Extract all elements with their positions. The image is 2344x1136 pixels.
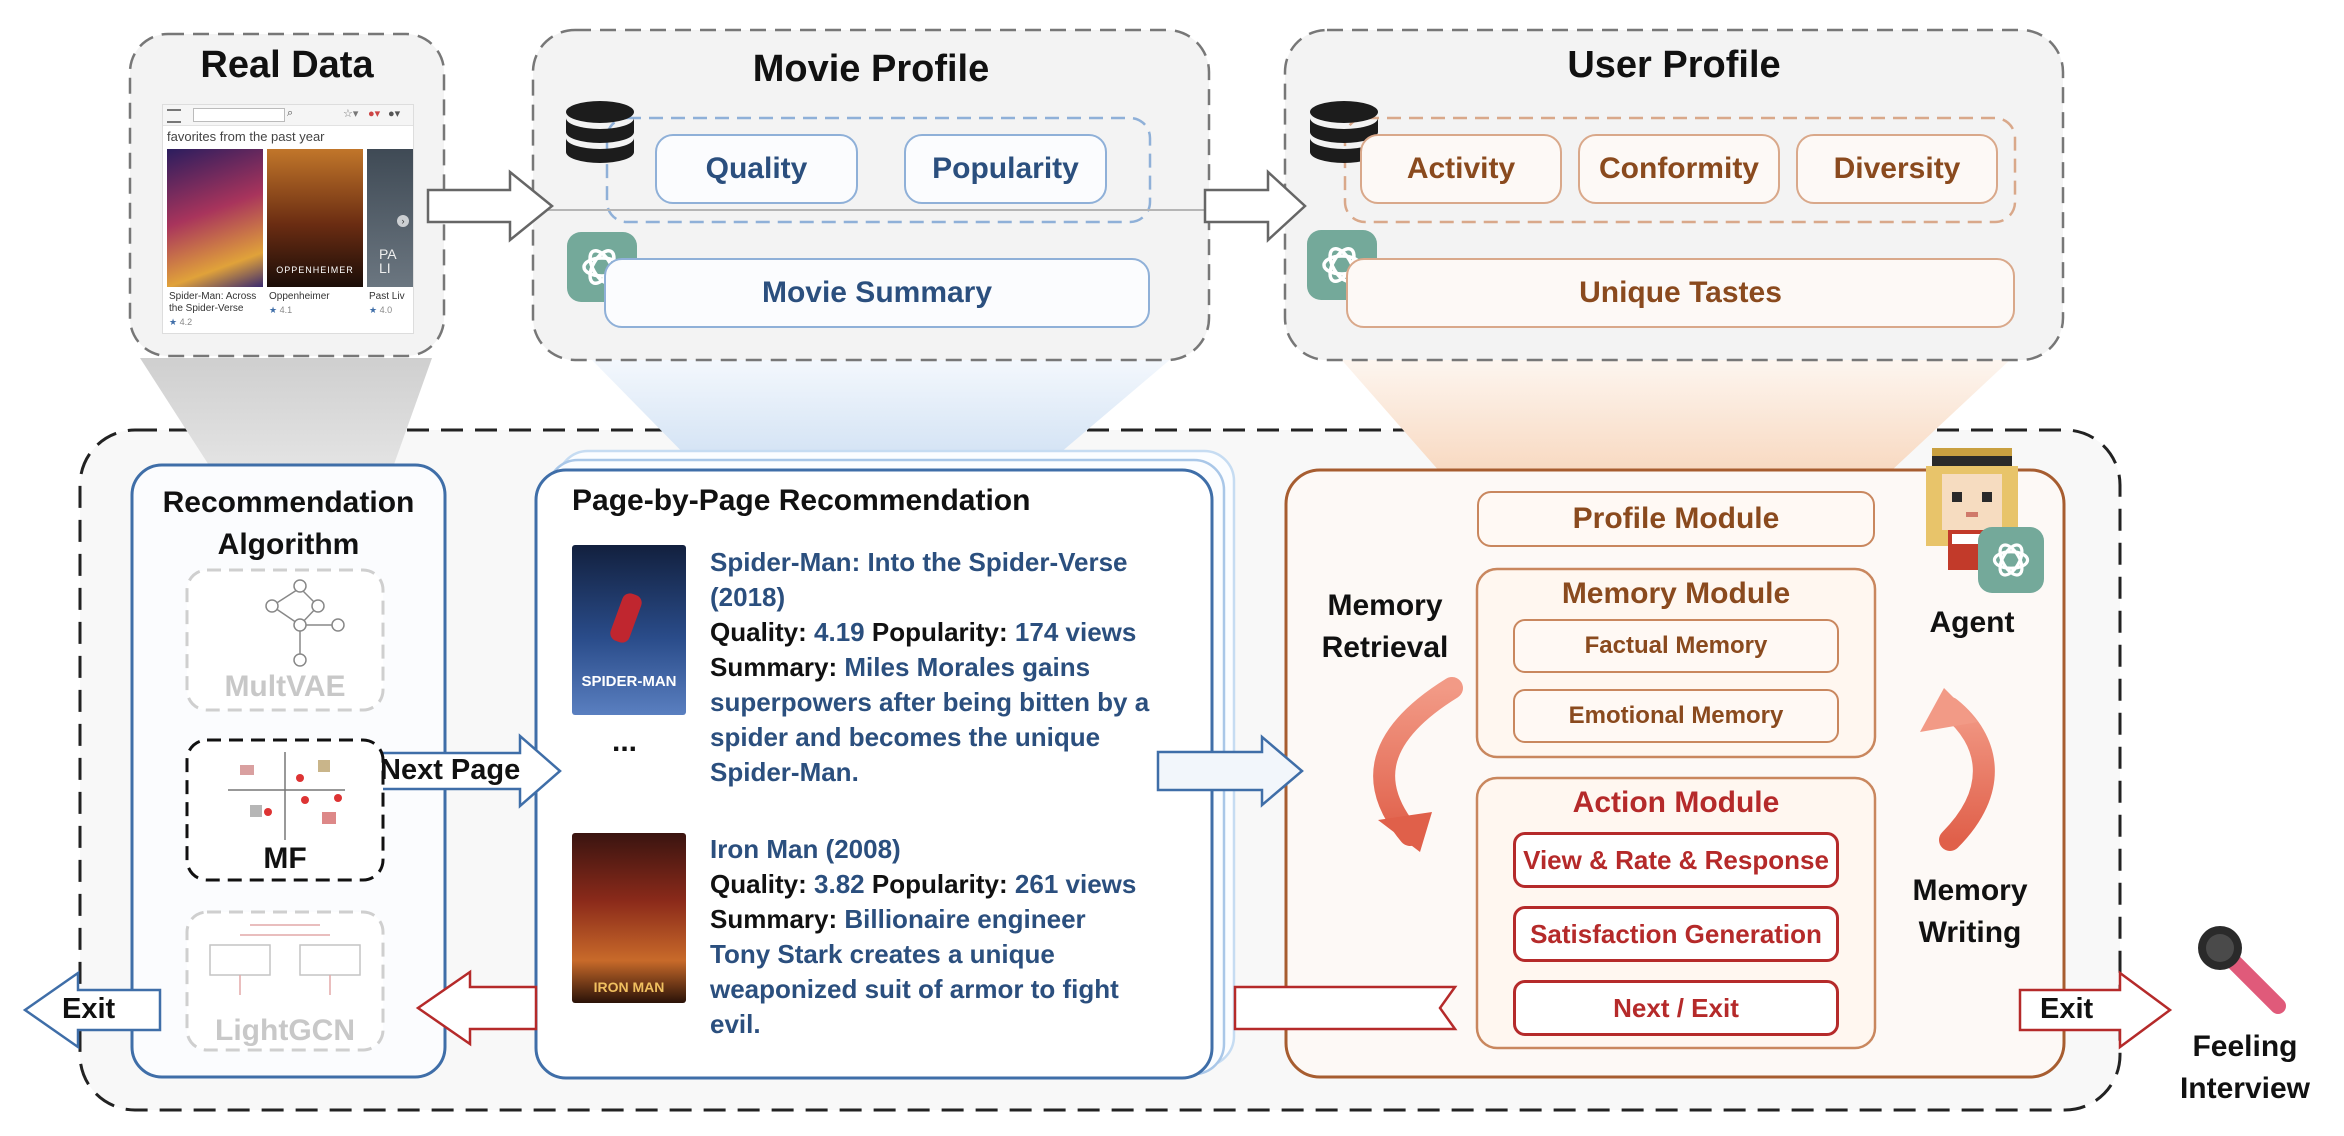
real-data-title: Real Data bbox=[200, 44, 374, 86]
conformity-pill: Conformity bbox=[1578, 134, 1780, 204]
multvae-box bbox=[185, 568, 385, 712]
movie-item-1: Spider-Man: Into the Spider-Verse (2018)… bbox=[710, 545, 1150, 790]
movie-profile-title: Movie Profile bbox=[752, 48, 990, 90]
poster-past-lives[interactable]: PA LI › bbox=[367, 149, 413, 287]
lightgcn-box bbox=[185, 910, 385, 1052]
profile-module: Profile Module bbox=[1477, 491, 1875, 547]
screenshot-toolbar: ⌕ ☆▾ ●▾ ●▾ bbox=[163, 105, 413, 126]
red-return-bar bbox=[1233, 985, 1458, 1031]
spiderman-figure bbox=[608, 591, 644, 645]
multvae-graph-icon bbox=[265, 579, 345, 667]
star-icon: ★ bbox=[369, 305, 378, 315]
real-data-screenshot: ⌕ ☆▾ ●▾ ●▾ favorites from the past year … bbox=[162, 104, 414, 334]
next-page-arrow bbox=[358, 733, 562, 809]
exit-right-label: Exit bbox=[2040, 993, 2094, 1025]
star-icon: ★ bbox=[269, 305, 278, 315]
diversity-pill: Diversity bbox=[1796, 134, 1998, 204]
user-icon[interactable]: ●▾ bbox=[388, 108, 401, 120]
memory-writing-label: Memory Writing bbox=[1912, 874, 2028, 949]
screenshot-heading: favorites from the past year bbox=[167, 129, 325, 144]
memory-writing-arrowhead bbox=[1920, 688, 1978, 732]
openai-icon bbox=[1978, 527, 2044, 593]
movie-attributes-group bbox=[605, 116, 1152, 224]
arrow-movie-to-user bbox=[1203, 169, 1307, 243]
lightgcn-label: LightGCN bbox=[215, 1014, 355, 1047]
ironman-poster-text: IRON MAN bbox=[593, 979, 665, 995]
star-icon: ★ bbox=[169, 317, 178, 327]
real-data-funnel bbox=[140, 358, 432, 470]
spiderman-poster: SPIDER-MAN bbox=[572, 545, 686, 715]
movie-item-2: Iron Man (2008) Quality: 3.82 Popularity… bbox=[710, 832, 1150, 1042]
page-by-page-title: Page-by-Page Recommendation bbox=[572, 484, 1031, 517]
movie-1-title: Spider-Man: Into the Spider-Verse (2018) bbox=[710, 547, 1128, 612]
memory-module-title: Memory Module bbox=[1561, 577, 1791, 610]
movie-summary-pill: Movie Summary bbox=[604, 258, 1150, 328]
exit-arrow-left bbox=[22, 970, 162, 1050]
quality-pill: Quality bbox=[655, 134, 858, 204]
poster-spiderverse[interactable] bbox=[167, 149, 263, 287]
lightgcn-diagram-icon bbox=[209, 924, 361, 995]
bell-icon[interactable]: ●▾ bbox=[368, 108, 381, 120]
movie-2-stats: Quality: 3.82 Popularity: 261 views bbox=[710, 869, 1137, 899]
ironman-poster: IRON MAN bbox=[572, 833, 686, 1003]
database-icon bbox=[566, 101, 634, 163]
user-attributes-group bbox=[1343, 116, 2017, 224]
movie-2-title[interactable]: Oppenheimer bbox=[269, 291, 330, 302]
search-input[interactable] bbox=[193, 108, 285, 122]
poster-oppenheimer[interactable]: OPPENHEIMER bbox=[267, 149, 363, 287]
menu-icon[interactable] bbox=[167, 109, 181, 123]
factual-memory: Factual Memory bbox=[1513, 619, 1839, 673]
next-exit: Next / Exit bbox=[1513, 980, 1839, 1036]
multvae-label: MultVAE bbox=[224, 670, 346, 703]
exit-left-label: Exit bbox=[62, 993, 116, 1025]
poster-oppenheimer-text: OPPENHEIMER bbox=[276, 265, 354, 275]
agent-label: Agent bbox=[1929, 606, 2015, 639]
movie-2-summary: Summary: Billionaire engineer Tony Stark… bbox=[710, 904, 1119, 1039]
microphone-icon bbox=[2198, 926, 2286, 1014]
user-profile-title: User Profile bbox=[1567, 44, 1781, 86]
action-module-title: Action Module bbox=[1572, 786, 1780, 819]
more-items-ellipsis: ... bbox=[612, 725, 638, 758]
movie-1-rating: ★ 4.2 bbox=[169, 317, 193, 327]
star-icon[interactable]: ☆▾ bbox=[343, 108, 359, 120]
activity-pill: Activity bbox=[1360, 134, 1562, 204]
movie-2-rating: ★ 4.1 bbox=[269, 305, 293, 315]
arrow-page-to-agent bbox=[1156, 734, 1304, 808]
view-rate-response: View & Rate & Response bbox=[1513, 832, 1839, 888]
memory-retrieval-label: Memory Retrieval bbox=[1321, 589, 1449, 664]
movie-1-summary: Summary: Miles Morales gains superpowers… bbox=[710, 652, 1150, 787]
popularity-pill: Popularity bbox=[904, 134, 1107, 204]
memory-retrieval-arrowhead bbox=[1378, 812, 1432, 852]
user-profile-funnel bbox=[1340, 358, 2012, 472]
poster-past-lives-text: PA LI bbox=[379, 246, 397, 276]
movie-1-stats: Quality: 4.19 Popularity: 174 views bbox=[710, 617, 1137, 647]
exit-arrow-right bbox=[2018, 970, 2173, 1050]
unique-tastes-pill: Unique Tastes bbox=[1346, 258, 2015, 328]
search-icon[interactable]: ⌕ bbox=[287, 107, 294, 119]
movie-3-title[interactable]: Past Liv bbox=[369, 291, 405, 302]
carousel-next-icon[interactable]: › bbox=[397, 215, 409, 227]
red-arrow-to-algorithm bbox=[415, 969, 538, 1047]
movie-profile-funnel bbox=[590, 358, 1172, 470]
next-page-label: Next Page bbox=[380, 754, 521, 786]
spiderman-poster-text: SPIDER-MAN bbox=[581, 673, 677, 690]
mf-label: MF bbox=[263, 842, 307, 875]
mf-scatter-icon bbox=[228, 752, 345, 840]
movie-3-rating: ★ 4.0 bbox=[369, 305, 393, 315]
feeling-interview-label: Feeling Interview bbox=[2179, 1030, 2311, 1105]
arrow-real-to-movie bbox=[426, 169, 554, 243]
satisfaction-generation: Satisfaction Generation bbox=[1513, 906, 1839, 962]
emotional-memory: Emotional Memory bbox=[1513, 689, 1839, 743]
movie-2-title: Iron Man (2008) bbox=[710, 834, 901, 864]
movie-1-title[interactable]: Spider-Man: Across the Spider-Verse bbox=[169, 291, 257, 314]
recommendation-algorithm-title: Recommendation Algorithm bbox=[162, 486, 415, 561]
